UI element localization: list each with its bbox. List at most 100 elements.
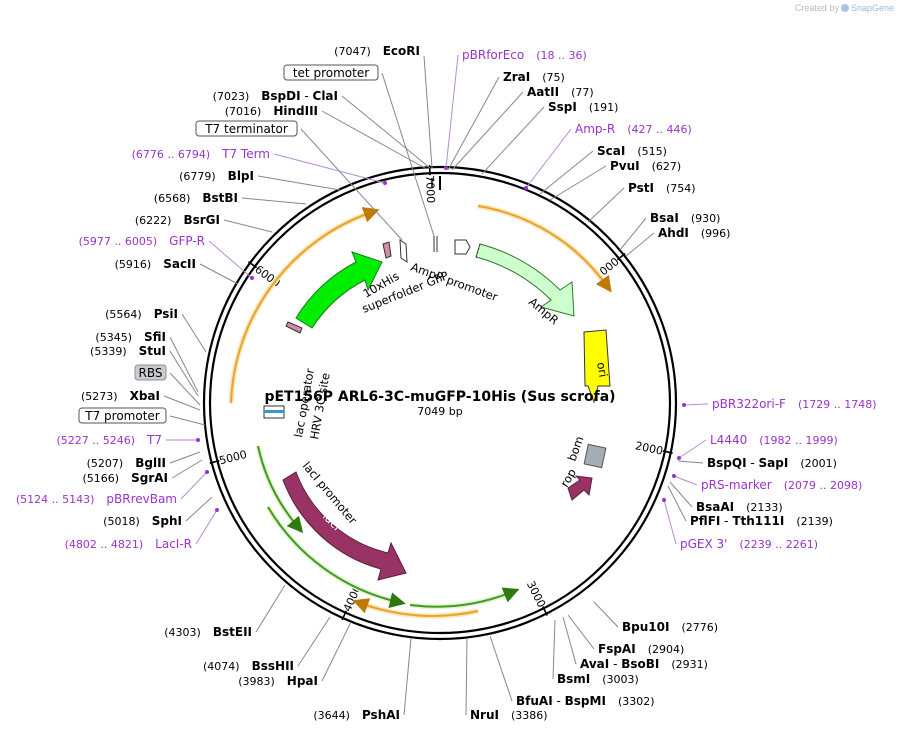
site-label: FspAI (2904) [598, 642, 684, 656]
leader-line-bsshii [297, 616, 331, 667]
spacer [689, 226, 701, 240]
spacer [772, 478, 784, 492]
spacer [119, 471, 131, 485]
site-name: BspQI [707, 456, 747, 470]
spacer [140, 514, 152, 528]
site-name: ScaI [597, 144, 625, 158]
site-position: (5339) [90, 345, 127, 358]
feature-tick-group [433, 236, 481, 259]
site-prs-marker[interactable]: pRS-marker (2079 .. 2098) [701, 478, 862, 492]
site-name: L4440 [710, 433, 747, 447]
leader-line-t7-promoter [169, 415, 206, 426]
site-laci-r[interactable]: (4802 .. 4821) LacI-R [65, 537, 192, 551]
site-pshai[interactable]: (3644) PshAI [313, 708, 400, 722]
tick-label: 7000 [423, 175, 437, 204]
site-name: BsaI [650, 211, 679, 225]
site-bspqi[interactable]: BspQI - SapI (2001) [707, 456, 837, 470]
site-name: SspI [548, 100, 577, 114]
spacer [127, 344, 139, 358]
site-t7[interactable]: (5227 .. 5246) T7 [56, 433, 162, 447]
site-sgrai[interactable]: (5166) SgrAI [83, 471, 168, 485]
site-position: (2904) [648, 643, 685, 656]
site-name: AvaI [580, 657, 609, 671]
site-psti[interactable]: PstI (754) [628, 181, 696, 195]
leader-line-sacii [199, 263, 239, 285]
site-position: (77) [571, 86, 594, 99]
site-sacii[interactable]: (5916) SacII [115, 257, 196, 271]
site-bsshii[interactable]: (4074) BssHII [203, 659, 294, 673]
site-aatii[interactable]: AatII (77) [527, 85, 594, 99]
site-name: BlpI [228, 169, 254, 183]
site-bsmi[interactable]: BsmI (3003) [557, 672, 639, 686]
site-tet-promoter[interactable]: tet promoter [283, 64, 379, 81]
site-pbrrevbam[interactable]: (5124 .. 5143) pBRrevBam [16, 492, 177, 506]
origin-marker [431, 176, 441, 190]
site-gfp-r[interactable]: (5977 .. 6005) GFP-R [79, 234, 205, 248]
site-zrai[interactable]: ZraI (75) [503, 70, 565, 84]
site-position: (5227 .. 5246) [56, 434, 135, 447]
primer-marker [677, 456, 681, 460]
site-hpai[interactable]: (3983) HpaI [238, 674, 318, 688]
site-bsteii[interactable]: (4303) BstEII [164, 625, 252, 639]
site-xbai[interactable]: (5273) XbaI [81, 389, 160, 403]
leader-line-amp-r [525, 128, 572, 189]
label-box [283, 64, 379, 81]
site-bsrgi[interactable]: (6222) BsrGI [135, 213, 220, 227]
site-stui[interactable]: (5339) StuI [90, 344, 166, 358]
site-sphi[interactable]: (5018) SphI [103, 514, 182, 528]
site-nrui[interactable]: NruI (3386) [470, 708, 548, 722]
site-position: (4303) [164, 626, 201, 639]
leader-line-bglii [169, 451, 201, 464]
site-bfuai[interactable]: BfuAI - BspMI (3302) [516, 694, 655, 708]
orange-arcs [228, 203, 612, 619]
tick-mark [209, 459, 220, 464]
site-psii[interactable]: (5564) PsiI [105, 307, 178, 321]
site-label: Bpu10I (2776) [622, 620, 718, 634]
site-bsai[interactable]: BsaI (930) [650, 211, 720, 225]
site-blpi[interactable]: (6779) BlpI [179, 169, 254, 183]
site-rbs[interactable]: RBS [134, 364, 167, 381]
tick-mark [248, 261, 258, 269]
site-l4440[interactable]: L4440 (1982 .. 1999) [710, 433, 838, 447]
site-position: (5977 .. 6005) [79, 235, 158, 248]
site-bsaai[interactable]: BsaAI (2133) [696, 500, 783, 514]
site-name: BssHII [252, 659, 294, 673]
site-pvui[interactable]: PvuI (627) [610, 159, 681, 173]
site-ahdi[interactable]: AhdI (996) [658, 226, 730, 240]
site-position: (5564) [105, 308, 142, 321]
spacer [606, 694, 618, 708]
site-amp-r[interactable]: Amp-R (427 .. 446) [575, 122, 692, 136]
label-ori: ori [594, 361, 610, 378]
site-name: Amp-R [575, 122, 615, 136]
site-sspi[interactable]: SspI (191) [548, 100, 618, 114]
site-pbr322ori-f[interactable]: pBR322ori-F (1729 .. 1748) [712, 397, 877, 411]
leader-line-ahdi [625, 232, 655, 257]
spacer [249, 89, 261, 103]
site-bglii[interactable]: (5207) BglII [87, 456, 166, 470]
site-pflfi[interactable]: PflFI - Tth111I (2139) [690, 514, 833, 528]
site-bstbi[interactable]: (6568) BstBI [154, 191, 238, 205]
site-t7-terminator[interactable]: T7 terminator [195, 120, 298, 137]
site-bpu10i[interactable]: Bpu10I (2776) [622, 620, 718, 634]
site-ecori[interactable]: (7047) EcoRI [334, 44, 420, 58]
site-scai[interactable]: ScaI (515) [597, 144, 667, 158]
primer-marker [383, 181, 387, 185]
leader-line-pshai [403, 637, 412, 716]
site-avai[interactable]: AvaI - BsoBI (2931) [580, 657, 708, 671]
spacer [210, 147, 222, 161]
site-fspai[interactable]: FspAI (2904) [598, 642, 684, 656]
features [263, 236, 611, 581]
site-hindiii[interactable]: (7016) HindIII [225, 104, 318, 118]
spacer [371, 44, 383, 58]
site-t7-promoter[interactable]: T7 promoter [78, 407, 167, 424]
site-pgex-3[interactable]: pGEX 3' (2239 .. 2261) [680, 537, 818, 551]
site-name: ZraI [503, 70, 530, 84]
site-label: PflFI - Tth111I (2139) [690, 514, 833, 528]
site-pbrforeco[interactable]: pBRforEco (18 .. 36) [462, 48, 587, 62]
spacer: - [747, 456, 759, 470]
leader-line-bsteii [255, 584, 286, 633]
site-bspdi[interactable]: (7023) BspDI - ClaI [213, 89, 338, 103]
leader-line-ecori [423, 55, 433, 169]
site-t7-term[interactable]: (6776 .. 6794) T7 Term [132, 147, 270, 161]
site-sfii[interactable]: (5345) SfiI [95, 330, 166, 344]
